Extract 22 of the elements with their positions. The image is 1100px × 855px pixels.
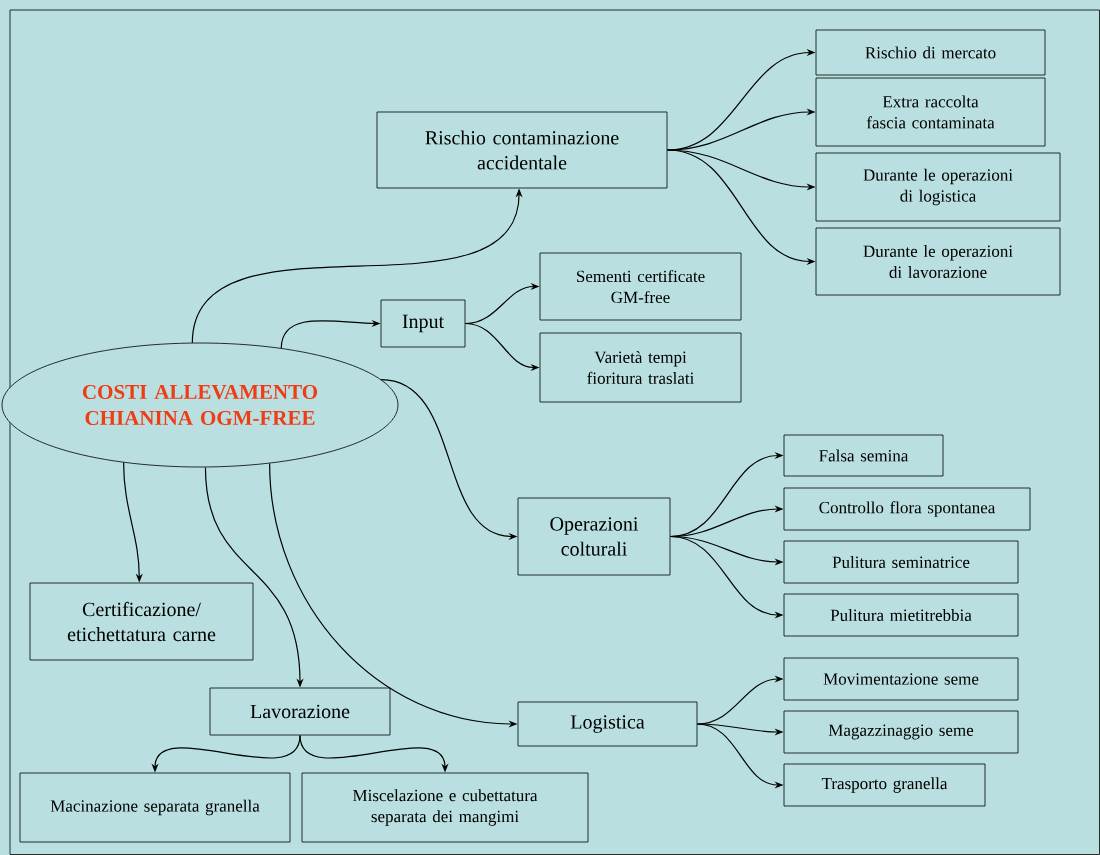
process-box: Sementi certificate GM-free [539, 252, 742, 321]
process-box: Input [380, 299, 466, 348]
process-box: Durante le operazioni di logistica [815, 152, 1061, 222]
process-box: Varietà tempi fioritura traslati [539, 332, 742, 403]
process-box: Falsa semina [783, 434, 944, 477]
process-box: Operazioni colturali [517, 497, 671, 576]
process-box: Extra raccolta fascia contaminata [815, 77, 1046, 147]
process-box: Pulitura seminatrice [783, 540, 1019, 584]
process-box: Controllo flora spontanea [783, 487, 1031, 531]
process-box: Certificazione/ etichettatura carne [29, 582, 254, 661]
process-box: Logistica [517, 701, 698, 747]
process-box: Macinazione separata granella [19, 772, 291, 843]
ellipse-node: COSTI ALLEVAMENTO CHIANINA OGM-FREE [1, 342, 399, 468]
process-box: Miscelazione e cubettatura separata dei mangimi [301, 772, 589, 843]
process-box: Magazzinaggio seme [783, 710, 1019, 754]
process-box: Rischio contaminazione accidentale [376, 111, 668, 189]
process-box: Durante le operazioni di lavorazione [815, 227, 1061, 296]
process-box: Pulitura mietitrebbia [783, 593, 1019, 637]
process-box: Movimentazione seme [783, 657, 1019, 701]
process-box: Trasporto granella [783, 763, 986, 807]
process-box: Lavorazione [209, 687, 391, 736]
process-box: Rischio di mercato [815, 29, 1046, 76]
